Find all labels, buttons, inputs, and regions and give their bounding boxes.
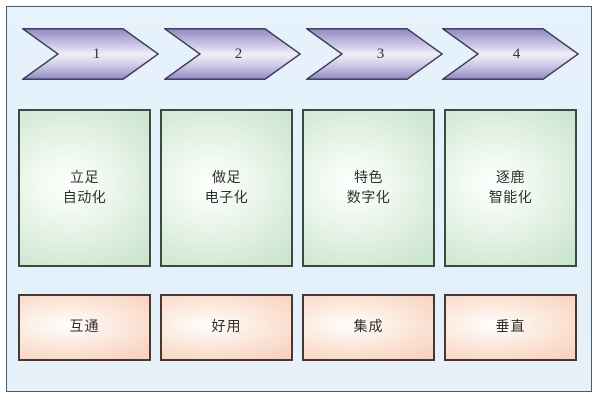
stage-card-1-label: 立足 自动化 bbox=[62, 169, 107, 206]
keyword-card-row: 互通 好用 集成 垂直 bbox=[7, 294, 577, 361]
stage-number-3: 3 bbox=[376, 45, 385, 62]
stage-number-2: 2 bbox=[234, 45, 243, 62]
stage-number-1: 1 bbox=[92, 45, 101, 62]
keyword-card-1-label: 互通 bbox=[69, 319, 100, 336]
stage-card-row: 立足 自动化 做足 电子化 特色 数字化 逐鹿 智能化 bbox=[7, 109, 577, 267]
keyword-card-3-label: 集成 bbox=[353, 319, 384, 336]
keyword-card-2[interactable]: 好用 bbox=[160, 294, 293, 361]
diagram-frame: 1 2 3 4 bbox=[6, 6, 592, 392]
stage-card-4[interactable]: 逐鹿 智能化 bbox=[444, 109, 577, 267]
stage-chevron-4[interactable]: 4 bbox=[442, 28, 579, 80]
keyword-card-4-label: 垂直 bbox=[495, 319, 526, 336]
stage-card-2-label: 做足 电子化 bbox=[204, 169, 249, 206]
stage-card-2[interactable]: 做足 电子化 bbox=[160, 109, 293, 267]
stage-chevron-row: 1 2 3 4 bbox=[7, 7, 593, 107]
stage-card-3[interactable]: 特色 数字化 bbox=[302, 109, 435, 267]
stage-card-3-label: 特色 数字化 bbox=[346, 169, 391, 206]
keyword-card-3[interactable]: 集成 bbox=[302, 294, 435, 361]
keyword-card-2-label: 好用 bbox=[211, 319, 242, 336]
stage-card-4-label: 逐鹿 智能化 bbox=[488, 169, 533, 206]
keyword-card-4[interactable]: 垂直 bbox=[444, 294, 577, 361]
stage-card-1[interactable]: 立足 自动化 bbox=[18, 109, 151, 267]
stage-chevron-1[interactable]: 1 bbox=[22, 28, 159, 80]
keyword-card-1[interactable]: 互通 bbox=[18, 294, 151, 361]
stage-number-4: 4 bbox=[512, 45, 521, 62]
stage-chevron-3[interactable]: 3 bbox=[306, 28, 443, 80]
stage-chevron-2[interactable]: 2 bbox=[164, 28, 301, 80]
